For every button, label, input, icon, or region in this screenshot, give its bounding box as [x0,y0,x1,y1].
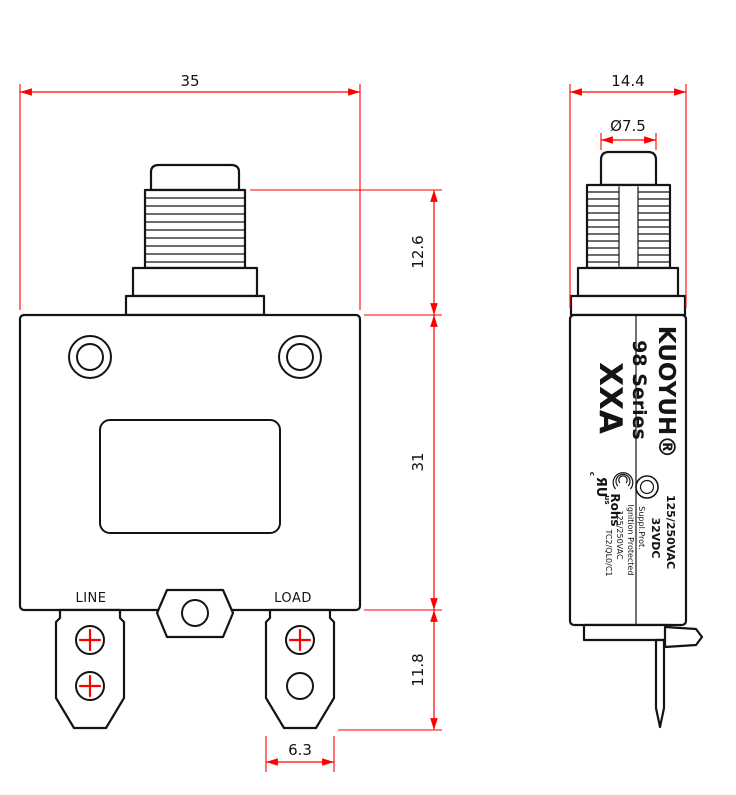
ccc-arc-2 [615,473,631,487]
front-mount-hole-left-outer [68,335,112,379]
front-dimensions: 35 12.6 31 11.8 6.3 [19,72,442,772]
load-terminal-hole-bottom [286,672,314,700]
rohs-text: Rohs [608,493,622,526]
side-dimensions: 14.4 Ø7.5 [569,72,687,308]
side-flange [569,294,687,317]
side-terminal-pin [654,638,666,729]
tuv-logo-inner [639,479,655,495]
front-mount-hole-right-outer [278,335,322,379]
dim-label-body-height: 31 [409,452,427,471]
side-bottom-step [582,623,672,642]
tuv-logo [635,475,659,499]
front-label-window [99,419,281,534]
ul-mark-ru: ЯU [593,477,608,498]
front-thread-block [143,188,247,270]
ignition-protected-text: Ignition Protected [626,505,635,576]
side-plunger-edges [618,186,639,267]
model-rating-text: XXA [592,362,628,434]
brand-text: KUOYUH® [653,326,679,458]
front-mount-hole-left-inner [76,343,104,371]
line-terminal-label: LINE [75,591,106,606]
line-terminal-blade [54,608,126,730]
dim-label-terminal-width: 6.3 [288,741,312,759]
line-terminal-hole-bottom [75,671,105,701]
ul-mark: c ЯU us [588,472,611,505]
ccc-arc-1 [618,475,628,484]
ccc-arc-3 [612,472,634,490]
rating-dc-text: 32VDC [649,517,662,558]
side-view: KUOYUH® 98 Series XXA c ЯU us Rohs 125/2… [568,72,704,729]
series-text: 98 Series [628,340,650,440]
front-mount-hole-right-inner [286,343,314,371]
front-breaker-body: LINE LOAD [18,163,362,730]
side-terminal-tab [663,625,704,649]
rating-ac2-text: 125/250VAC [615,510,624,560]
load-terminal-cross-top [288,628,312,652]
ul-mark-us: us [603,495,611,504]
front-neck [131,266,259,298]
front-view: LINE LOAD 35 [18,72,442,772]
ul-mark-c: c [588,472,596,476]
load-terminal-blade [264,608,336,730]
dim-label-width: 35 [180,72,199,90]
front-thread-lines [145,197,245,263]
suppl-prot-text: Suppl.Prot. [637,506,646,549]
dim-label-bushing-height: 12.6 [409,235,427,268]
type-code-text: TC2/QL0/C1 [604,528,613,576]
ccc-logo [612,472,634,490]
dim-label-button-diameter: Ø7.5 [610,117,646,135]
line-terminal-cross-top [78,628,102,652]
front-button-cap [149,163,241,192]
load-terminal-hole-top [285,625,315,655]
side-neck [576,266,680,298]
rating-ac-text: 125/250VAC [664,495,677,569]
side-plunger-strip [619,186,638,267]
front-flange [124,294,266,317]
side-button-cap [599,150,658,187]
dim-label-terminal-length: 11.8 [409,653,427,686]
front-hex-boss [155,588,235,639]
line-terminal-hole-top [75,625,105,655]
load-terminal-label: LOAD [274,591,312,606]
front-hex-boss-hole [181,599,209,627]
dim-label-depth: 14.4 [611,72,644,90]
line-terminal-cross-bottom [78,674,102,698]
tuv-logo-outer [635,475,659,499]
side-breaker-body: KUOYUH® 98 Series XXA c ЯU us Rohs 125/2… [568,150,704,729]
front-housing [18,313,362,612]
